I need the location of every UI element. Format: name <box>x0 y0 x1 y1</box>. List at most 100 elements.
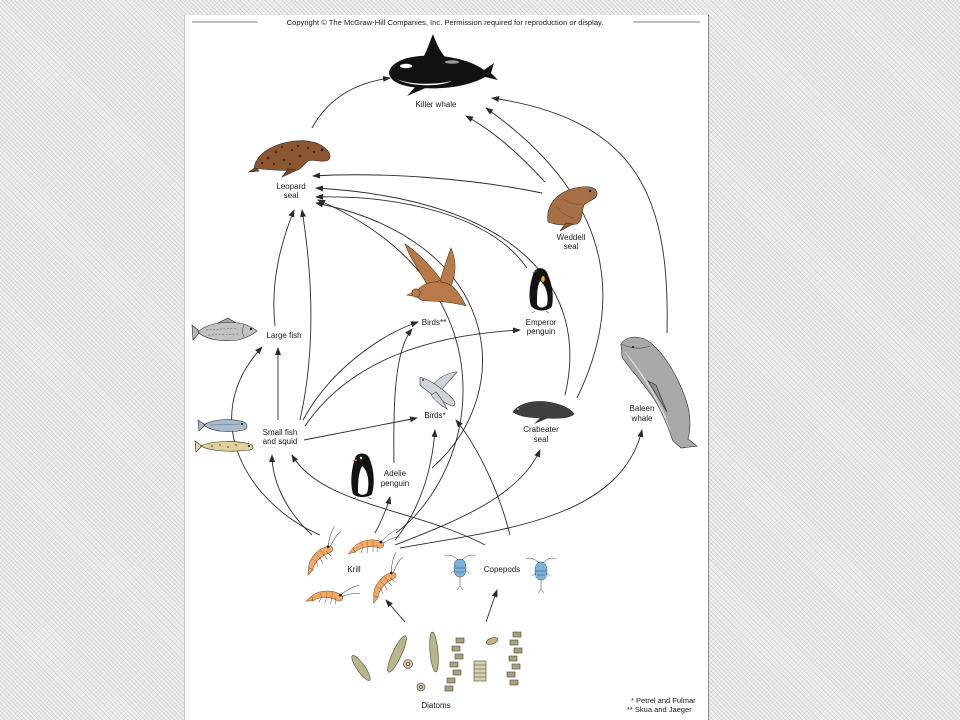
arrow-emperor-penguin-to-leopard-seal <box>315 193 528 269</box>
diatom-cell <box>508 655 518 662</box>
label-emperor-penguin-line2: penguin <box>527 327 555 336</box>
arrow-diatoms-to-krill <box>385 599 406 623</box>
baleen-whale-mouth <box>620 343 651 349</box>
arrow-small-fish-to-birds-skua <box>302 321 419 421</box>
arrow-crabeater-seal-to-leopard-seal <box>315 185 571 396</box>
killer-whale-saddle-patch <box>445 60 459 64</box>
diatom-spindle <box>429 631 439 673</box>
arrow-krill-to-birds-petrel <box>394 429 438 541</box>
spot <box>298 154 302 158</box>
label-crabeater-seal-line2: seal <box>534 435 549 444</box>
skua-wing-right <box>439 247 456 287</box>
label-large-fish: Large fish <box>266 331 301 340</box>
diatom-cell <box>506 671 516 678</box>
leopard-seal-flipper <box>281 168 299 178</box>
crabeater-seal-eye <box>517 408 519 410</box>
organism-labels: Killer whale Leopard seal Weddell seal B… <box>263 100 655 710</box>
label-adelie-penguin-line2: penguin <box>381 479 409 488</box>
skua-body <box>415 281 467 307</box>
diatom-cell <box>454 653 464 660</box>
diatoms-illustration <box>351 631 523 692</box>
label-emperor-penguin-line1: Emperor <box>526 318 557 327</box>
arrow-copepods-to-small-fish <box>291 454 486 546</box>
skua-wing-left <box>404 243 442 287</box>
spot <box>274 150 278 154</box>
footnote-single-asterisk: * Petrel and Fulmar <box>631 696 696 705</box>
weddell-seal-flipper <box>559 222 574 232</box>
spot <box>219 444 221 446</box>
label-adelie-penguin-line1: Adelie <box>384 469 407 478</box>
killer-whale-dorsal-fin <box>423 34 445 58</box>
arrow-krill-to-large-fish <box>231 346 321 536</box>
baleen-whale-eye <box>632 346 634 348</box>
arrow-small-fish-to-emperor-penguin <box>304 327 521 427</box>
small-fish-blue-body <box>203 419 248 432</box>
spot <box>306 146 310 150</box>
label-birds-petrel: Birds* <box>424 411 445 420</box>
label-killer-whale: Killer whale <box>416 100 457 109</box>
petrel-bird-illustration <box>419 371 458 410</box>
arrow-small-fish-to-leopard-seal <box>299 209 312 421</box>
spot <box>290 148 294 152</box>
diatom-cell <box>509 679 519 686</box>
diatom-cell <box>451 645 461 652</box>
emperor-penguin-neck-patch <box>541 276 545 282</box>
arrow-krill-to-leopard-seal <box>317 199 464 534</box>
diatom-small <box>485 637 499 645</box>
copyright-notice: Copyright © The McGraw-Hill Companies, I… <box>287 18 604 27</box>
killer-whale-flipper <box>407 85 428 96</box>
baleen-whale-grooves <box>624 351 671 431</box>
small-fish-blue-stripe <box>209 423 241 426</box>
petrel-wing-lower <box>430 391 448 410</box>
diatom-spindle <box>387 635 407 673</box>
killer-whale-body <box>389 55 498 89</box>
small-fish-tan-body <box>200 441 254 452</box>
arrow-small-fish-to-birds-petrel <box>303 416 418 441</box>
diatom-cell <box>449 661 459 668</box>
label-weddell-seal-line2: seal <box>564 242 579 251</box>
petrel-eye <box>422 379 424 381</box>
arrow-krill-to-adelie-penguin <box>374 496 392 534</box>
arrow-adelie-penguin-to-leopard-seal <box>315 201 483 469</box>
diatom-spindle <box>351 655 371 681</box>
spot <box>235 444 237 446</box>
spot <box>280 145 284 149</box>
small-fish-tan-tail <box>194 440 203 453</box>
killer-whale-illustration <box>389 34 498 96</box>
spot <box>260 161 264 165</box>
emperor-penguin-feet <box>531 310 550 314</box>
arrow-krill-to-baleen-whale <box>399 429 644 549</box>
crabeater-seal-illustration <box>512 401 575 424</box>
adelie-penguin-feet <box>352 496 372 500</box>
killer-whale-eye-patch <box>400 63 412 69</box>
label-weddell-seal-line1: Weddell <box>557 233 586 242</box>
spot <box>211 445 213 447</box>
diatom-disc <box>403 659 413 669</box>
diatom-cell <box>513 647 523 654</box>
petrel-body <box>419 376 456 407</box>
label-leopard-seal-line1: Leopard <box>276 182 305 191</box>
weddell-seal-body <box>547 186 598 226</box>
label-crabeater-seal-line1: Crabeater <box>523 425 559 434</box>
skua-bird-illustration <box>404 243 467 307</box>
small-fish-blue-tail <box>197 419 206 432</box>
spot <box>227 446 229 448</box>
arrow-leopard-seal-to-killer-whale <box>311 75 391 129</box>
arrow-crabeater-seal-to-killer-whale <box>485 107 604 399</box>
large-fish-body <box>197 322 258 342</box>
large-fish-illustration <box>191 317 258 342</box>
footnote-double-asterisk: ** Skua and Jaeger <box>627 705 692 714</box>
emperor-penguin-illustration <box>529 268 553 314</box>
adelie-penguin-belly <box>358 466 369 495</box>
arrow-weddell-seal-to-killer-whale <box>465 115 546 183</box>
label-diatoms: Diatoms <box>421 701 450 710</box>
footnotes: * Petrel and Fulmar ** Skua and Jaeger <box>627 696 696 714</box>
small-fish-tan-eye <box>248 445 250 447</box>
small-fish-illustration <box>194 419 254 453</box>
arrow-baleen-whale-to-killer-whale <box>491 96 668 334</box>
arrow-krill-to-small-fish <box>269 454 313 536</box>
label-copepods: Copepods <box>484 565 520 574</box>
baleen-whale-illustration <box>620 336 698 449</box>
